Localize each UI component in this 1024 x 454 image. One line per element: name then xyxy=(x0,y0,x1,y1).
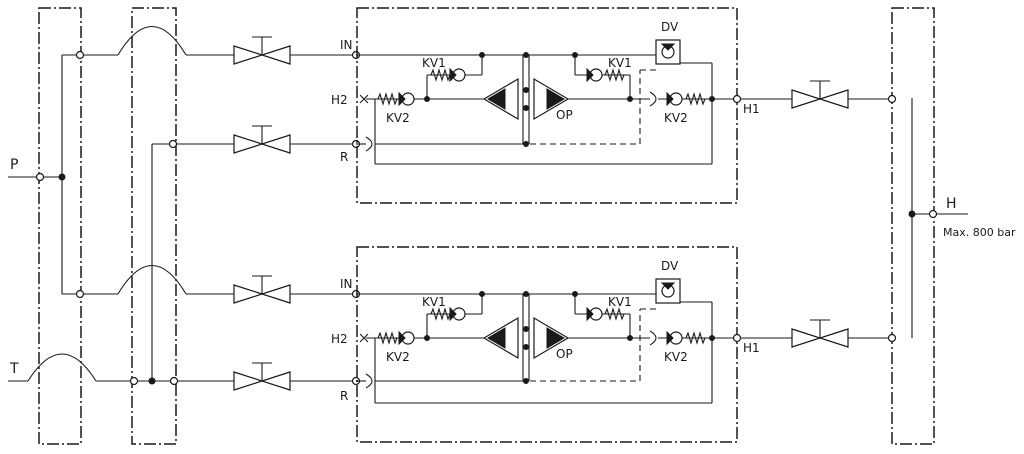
module-frame xyxy=(356,246,738,443)
lower-module: IN H2 R H1 DV KV1 KV1 KV2 KV2 OP xyxy=(75,246,897,443)
op-label: OP xyxy=(556,108,573,122)
module-frame xyxy=(356,7,738,204)
kv1-right-label: KV1 xyxy=(608,56,632,70)
dv-label: DV xyxy=(661,20,679,34)
h2-label: H2 xyxy=(331,93,348,107)
kv2-left-label: KV2 xyxy=(386,111,410,125)
in-label: IN xyxy=(340,38,353,52)
op-booster-icon xyxy=(482,52,570,147)
kv1-right-check-valve-icon xyxy=(586,307,603,321)
kv2-right-check-valve-icon xyxy=(666,92,683,106)
h1-label: H1 xyxy=(743,102,760,116)
r-label: R xyxy=(340,389,348,403)
supply-gate-valve-icon xyxy=(233,36,291,65)
kv1-right-check-valve-icon xyxy=(586,68,603,82)
center-manifold-frame xyxy=(131,7,177,445)
kv2-right-check-valve-icon xyxy=(666,331,683,345)
port-p-label: P xyxy=(10,157,18,173)
right-manifold-frame xyxy=(891,7,935,445)
r-label: R xyxy=(340,150,348,164)
h2-label: H2 xyxy=(331,332,348,346)
kv1-left-label: KV1 xyxy=(422,56,446,70)
pump-line xyxy=(8,55,66,294)
kv2-right-label: KV2 xyxy=(664,350,688,364)
return-gate-valve-icon xyxy=(233,362,291,391)
kv2-left-label: KV2 xyxy=(386,350,410,364)
max-pressure-label: Max. 800 bar xyxy=(943,226,1016,239)
kv2-right-label: KV2 xyxy=(664,111,688,125)
outlet-line xyxy=(908,98,968,338)
upper-module: IN H2 R H1 DV KV1 KV1 KV2 KV2 OP xyxy=(75,7,897,204)
h1-label: H1 xyxy=(743,341,760,355)
kv1-left-label: KV1 xyxy=(422,295,446,309)
op-booster-icon xyxy=(482,291,570,384)
dv-label: DV xyxy=(661,259,679,273)
op-label: OP xyxy=(556,347,573,361)
outlet-gate-valve-icon xyxy=(791,80,849,109)
outlet-gate-valve-icon xyxy=(791,319,849,348)
kv2-check-valve-icon xyxy=(398,331,415,345)
in-label: IN xyxy=(340,277,353,291)
port-t-label: T xyxy=(9,361,19,377)
kv2-check-valve-icon xyxy=(398,92,415,106)
port-h-label: H xyxy=(946,196,957,212)
supply-gate-valve-icon xyxy=(233,275,291,304)
kv1-right-label: KV1 xyxy=(608,295,632,309)
kv1-check-valve-icon xyxy=(449,68,466,82)
left-manifold-frame xyxy=(38,7,82,445)
tank-line xyxy=(8,353,356,386)
kv1-check-valve-icon xyxy=(449,307,466,321)
return-gate-valve-icon xyxy=(233,125,291,154)
